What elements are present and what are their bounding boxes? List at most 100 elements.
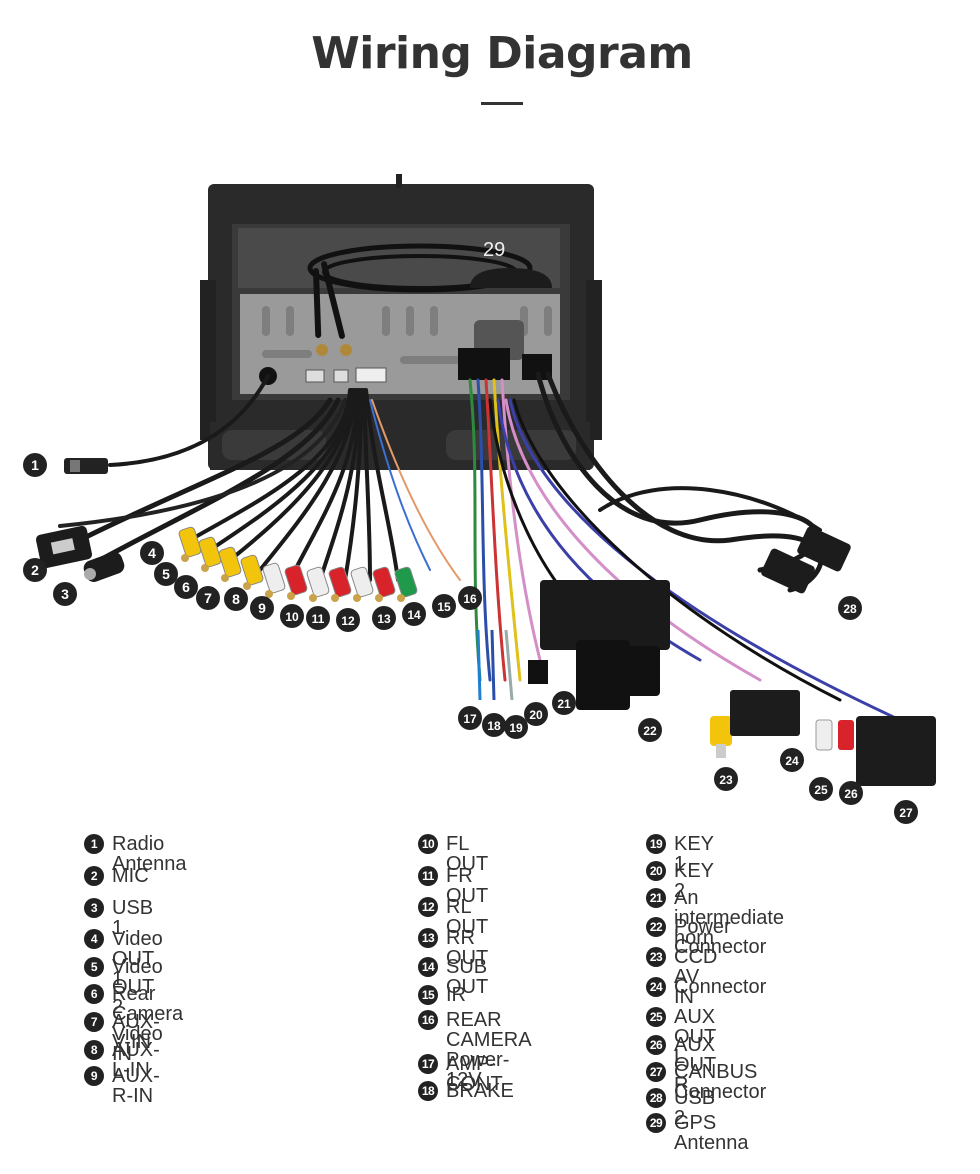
callout-badge-17: 17 [458,706,482,730]
rca-plug [240,554,264,586]
rca-tip [397,594,405,602]
page-title: Wiring Diagram [311,28,693,79]
connectors [35,458,936,786]
callout-circle [638,718,662,742]
callout-badge-6: 6 [174,575,198,599]
callout-circle [504,715,528,739]
legend-number-badge: 22 [646,917,666,937]
rca-tip [331,594,339,602]
callout-number: 7 [204,590,212,606]
callout-number: 27 [899,806,913,820]
legend-item: 28 USB 2 [646,1088,715,1128]
head-unit: 29 [200,174,602,470]
callout-badge-15: 15 [432,594,456,618]
callout-circle [280,604,304,628]
legend-number-badge: 1 [84,834,104,854]
rca-tip [181,554,189,562]
legend-item: 15 IR [418,985,466,1005]
callout-badge-9: 9 [250,596,274,620]
legend-number-badge: 28 [646,1088,666,1108]
callout-badge-1: 1 [23,453,47,477]
legend-number-badge: 13 [418,928,438,948]
title-underline [481,102,523,105]
callout-circle [196,586,220,610]
legend-label: MIC [112,865,149,887]
rca-tip [201,564,209,572]
rca-plug [218,546,242,578]
callout-circle [838,596,862,620]
callout-badge-27: 27 [894,800,918,824]
callout-badge-22: 22 [638,718,662,742]
callout-badge-8: 8 [224,587,248,611]
legend-number-badge: 20 [646,861,666,881]
legend-label: AUX OUT R [674,1034,716,1096]
callout-number: 18 [487,719,501,733]
rca-plug [328,566,352,598]
callout-badge-26: 26 [839,781,863,805]
callout-badge-7: 7 [196,586,220,610]
legend-number-badge: 15 [418,985,438,1005]
legend-number-badge: 10 [418,834,438,854]
legend-item: 26 AUX OUT R [646,1035,716,1095]
callout-badge-20: 20 [524,702,548,726]
callout-number: 8 [232,591,240,607]
callout-circle [23,558,47,582]
legend-number-badge: 8 [84,1040,104,1060]
rca-tip [265,590,273,598]
callout-circle [839,781,863,805]
legend-number-badge: 9 [84,1066,104,1086]
callout-circle [336,608,360,632]
callout-circle [154,562,178,586]
callout-badge-3: 3 [53,582,77,606]
callout-circle [432,594,456,618]
legend-number-badge: 5 [84,957,104,977]
callout-circle [174,575,198,599]
callout-circle [372,606,396,630]
callout-number: 15 [437,600,451,614]
callout-number: 22 [643,724,657,738]
gps-antenna-photo-label: 29 [483,239,505,261]
callout-circle [140,541,164,565]
legend-number-badge: 21 [646,888,666,908]
rca-plug [178,526,202,558]
rca-plug [372,566,396,598]
legend-label: RL OUT [446,896,489,938]
callout-number: 4 [148,545,156,561]
legend-number-badge: 26 [646,1035,666,1055]
rca-plug [394,566,418,598]
callout-badge-14: 14 [402,602,426,626]
callout-circle [224,587,248,611]
callout-circle [714,767,738,791]
legend-label: IR [446,984,466,1006]
rca-tip [375,594,383,602]
legend-label: AUX-V-IN [112,1011,160,1053]
legend-label: Connector [674,976,767,998]
legend-label: USB 2 [674,1087,716,1129]
legend-number-badge: 19 [646,834,666,854]
callout-number: 25 [814,783,828,797]
callout-number: 26 [844,787,858,801]
callout-number: 6 [182,579,190,595]
callout-circle [524,702,548,726]
callout-badge-2: 2 [23,558,47,582]
legend-label: Rear Camera Video IN [112,983,184,1065]
legend-label: Video OUT 1 [112,928,163,990]
callout-badge-19: 19 [504,715,528,739]
legend-label: AMP-CONT [446,1053,503,1095]
rca-plug [350,566,374,598]
legend-label: USB 1 [112,897,154,939]
callout-badge-5: 5 [154,562,178,586]
